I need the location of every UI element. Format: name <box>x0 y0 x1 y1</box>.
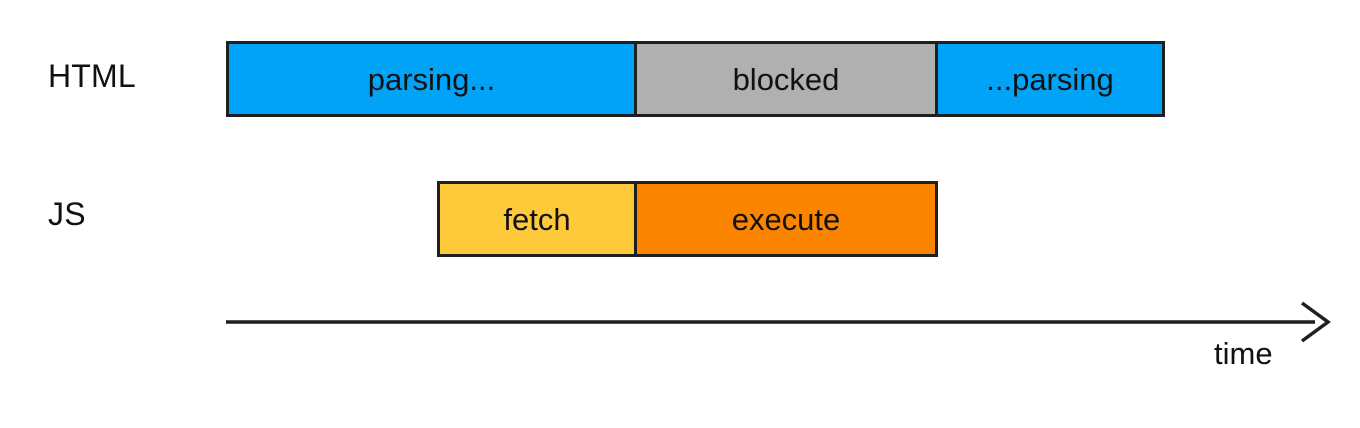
time-axis <box>226 301 1331 343</box>
segment-label: execute <box>731 201 841 237</box>
timeline-track-js: fetch execute <box>437 181 938 257</box>
segment-js-execute[interactable]: execute <box>634 181 938 257</box>
segment-html-parsing-resume[interactable]: ...parsing <box>935 41 1165 117</box>
arrow-right-icon <box>1300 301 1331 343</box>
row-label-html: HTML <box>48 58 136 94</box>
segment-html-parsing-start[interactable]: parsing... <box>226 41 637 117</box>
segment-label: blocked <box>732 61 840 97</box>
segment-html-blocked[interactable]: blocked <box>634 41 938 117</box>
segment-label: parsing... <box>367 61 496 97</box>
timeline-track-html: parsing... blocked ...parsing <box>226 41 1168 117</box>
segment-label: ...parsing <box>986 61 1114 97</box>
segment-js-fetch[interactable]: fetch <box>437 181 637 257</box>
row-label-js: JS <box>48 196 86 232</box>
segment-label: fetch <box>503 201 571 237</box>
time-axis-label: time <box>1214 336 1273 371</box>
